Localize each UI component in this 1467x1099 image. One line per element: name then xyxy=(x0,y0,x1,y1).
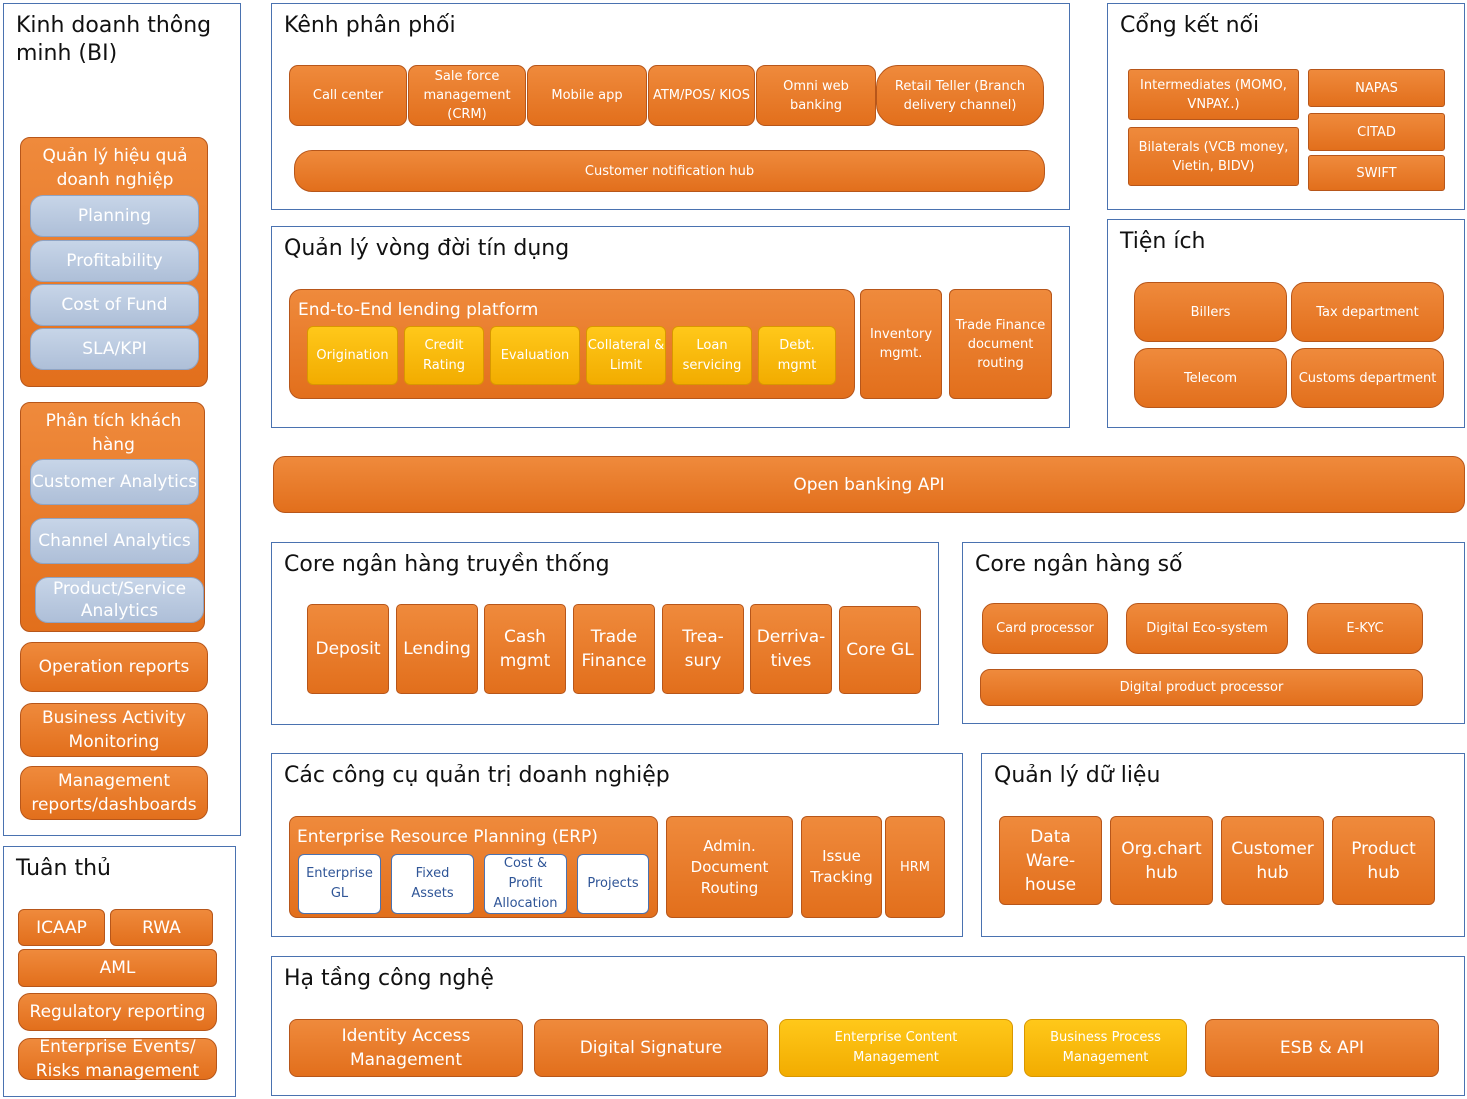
telecom-button[interactable]: Telecom xyxy=(1134,348,1287,408)
notification-hub-button[interactable]: Customer notification hub xyxy=(294,150,1045,192)
debt-mgmt-button[interactable]: Debt. mgmt xyxy=(758,326,836,385)
tax-department-button[interactable]: Tax department xyxy=(1291,282,1444,342)
cost-of-fund-button[interactable]: Cost of Fund xyxy=(30,284,199,326)
bam-button[interactable]: Business Activity Monitoring xyxy=(20,703,208,757)
ekyc-button[interactable]: E-KYC xyxy=(1307,603,1423,654)
evaluation-button[interactable]: Evaluation xyxy=(490,326,580,385)
customs-department-button[interactable]: Customs department xyxy=(1291,348,1444,408)
admin-document-routing-button[interactable]: Admin. Document Routing xyxy=(666,816,793,918)
retail-teller-button[interactable]: Retail Teller (Branch delivery channel) xyxy=(876,65,1044,126)
bi-title: Kinh doanh thông minh (BI) xyxy=(16,13,212,66)
planning-button[interactable]: Planning xyxy=(30,195,199,237)
hrm-button[interactable]: HRM xyxy=(885,816,945,918)
customer-analysis-label: Phân tích khách hàng xyxy=(45,411,182,455)
data-warehouse-button[interactable]: Data Ware- house xyxy=(999,816,1102,905)
deposit-button[interactable]: Deposit xyxy=(307,604,389,694)
treasury-button[interactable]: Trea- sury xyxy=(662,604,744,694)
card-processor-button[interactable]: Card processor xyxy=(982,603,1108,654)
customer-hub-button[interactable]: Customer hub xyxy=(1221,816,1324,905)
enterprise-events-button[interactable]: Enterprise Events/ Risks management xyxy=(18,1037,217,1081)
collateral-limit-button[interactable]: Collateral & Limit xyxy=(586,326,666,385)
sla-kpi-button[interactable]: SLA/KPI xyxy=(30,328,199,370)
regulatory-reporting-button[interactable]: Regulatory reporting xyxy=(18,993,217,1031)
aml-button[interactable]: AML xyxy=(18,949,217,987)
channel-analytics-button[interactable]: Channel Analytics xyxy=(30,518,199,564)
credit-rating-button[interactable]: Credit Rating xyxy=(404,326,484,385)
compliance-title: Tuân thủ xyxy=(16,856,111,881)
call-center-button[interactable]: Call center xyxy=(289,65,407,126)
digital-eco-system-button[interactable]: Digital Eco-system xyxy=(1126,603,1288,654)
napas-button[interactable]: NAPAS xyxy=(1308,69,1445,107)
iam-button[interactable]: Identity Access Management xyxy=(289,1019,523,1077)
bpm-button[interactable]: Business Process Management xyxy=(1024,1019,1187,1077)
inventory-mgmt-button[interactable]: Inventory mgmt. xyxy=(860,289,942,399)
profitability-button[interactable]: Profitability xyxy=(30,240,199,282)
loan-servicing-button[interactable]: Loan servicing xyxy=(672,326,752,385)
product-hub-button[interactable]: Product hub xyxy=(1332,816,1435,905)
esb-api-button[interactable]: ESB & API xyxy=(1205,1019,1439,1077)
lending-title: Quản lý vòng đời tín dụng xyxy=(284,236,570,261)
core-digital-title: Core ngân hàng số xyxy=(975,552,1183,577)
bilaterals-button[interactable]: Bilaterals (VCB money, Vietin, BIDV) xyxy=(1128,127,1299,186)
cash-mgmt-button[interactable]: Cash mgmt xyxy=(484,604,566,694)
icaap-button[interactable]: ICAAP xyxy=(18,909,105,946)
citad-button[interactable]: CITAD xyxy=(1308,113,1445,151)
core-gl-button[interactable]: Core GL xyxy=(839,606,921,694)
performance-mgmt-label: Quản lý hiệu quả doanh nghiệp xyxy=(42,146,188,190)
crm-button[interactable]: Sale force management (CRM) xyxy=(408,65,526,126)
digital-product-processor-button[interactable]: Digital product processor xyxy=(980,669,1423,706)
trade-finance-routing-button[interactable]: Trade Finance document routing xyxy=(949,289,1052,399)
digital-signature-button[interactable]: Digital Signature xyxy=(534,1019,768,1077)
ecm-button[interactable]: Enterprise Content Management xyxy=(779,1019,1013,1077)
lending-platform-label: End-to-End lending platform xyxy=(298,300,539,320)
mobile-app-button[interactable]: Mobile app xyxy=(527,65,647,126)
projects-button[interactable]: Projects xyxy=(577,854,649,914)
open-banking-api-bar[interactable]: Open banking API xyxy=(273,456,1465,513)
enterprise-tools-title: Các công cụ quản trị doanh nghiệp xyxy=(284,763,670,788)
enterprise-gl-button[interactable]: Enterprise GL xyxy=(298,854,381,914)
atm-pos-kiosk-button[interactable]: ATM/POS/ KIOS xyxy=(648,65,755,126)
product-analytics-button[interactable]: Product/Service Analytics xyxy=(35,577,204,623)
gateway-title: Cổng kết nối xyxy=(1120,13,1260,38)
management-reports-button[interactable]: Management reports/dashboards xyxy=(20,766,208,820)
omni-web-button[interactable]: Omni web banking xyxy=(756,65,876,126)
core-traditional-title: Core ngân hàng truyền thống xyxy=(284,552,610,577)
issue-tracking-button[interactable]: Issue Tracking xyxy=(801,816,882,918)
fixed-assets-button[interactable]: Fixed Assets xyxy=(391,854,474,914)
rwa-button[interactable]: RWA xyxy=(110,909,213,946)
billers-button[interactable]: Billers xyxy=(1134,282,1287,342)
lending-button[interactable]: Lending xyxy=(396,604,478,694)
cost-profit-allocation-button[interactable]: Cost & Profit Allocation xyxy=(484,854,567,914)
intermediates-button[interactable]: Intermediates (MOMO, VNPAY..) xyxy=(1128,69,1299,120)
infrastructure-title: Hạ tầng công nghệ xyxy=(284,966,494,991)
channels-title: Kênh phân phối xyxy=(284,13,456,38)
utilities-title: Tiện ích xyxy=(1120,229,1206,254)
derivatives-button[interactable]: Derriva- tives xyxy=(750,604,832,694)
operation-reports-button[interactable]: Operation reports xyxy=(20,642,208,692)
origination-button[interactable]: Origination xyxy=(307,326,398,385)
customer-analytics-button[interactable]: Customer Analytics xyxy=(30,459,199,505)
trade-finance-button[interactable]: Trade Finance xyxy=(573,604,655,694)
org-chart-hub-button[interactable]: Org.chart hub xyxy=(1110,816,1213,905)
data-mgmt-title: Quản lý dữ liệu xyxy=(994,763,1161,788)
swift-button[interactable]: SWIFT xyxy=(1308,155,1445,191)
erp-label: Enterprise Resource Planning (ERP) xyxy=(297,827,598,847)
